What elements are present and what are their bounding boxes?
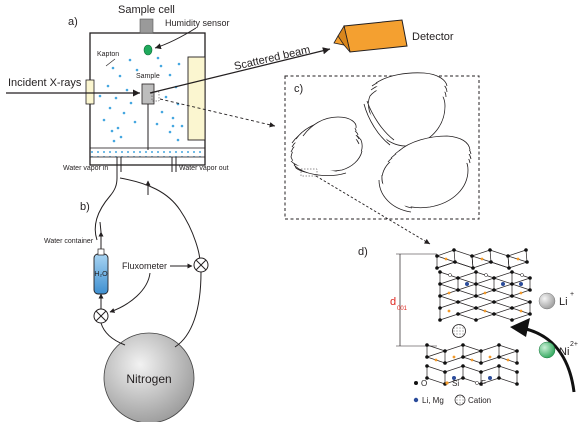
legend-limg-marker [413,397,419,403]
li-ion-sphere [538,292,556,310]
right-valve-cross-b [195,259,207,271]
legend-o-label: O [421,379,427,388]
panel-label-d: d) [358,246,368,258]
panel-label-b: b) [80,201,90,213]
legend-si-marker [445,381,449,385]
nitrogen-to-right-valve [174,271,202,348]
d-spacing-label: d [390,296,396,308]
ion-exchange-arrowhead [510,318,530,337]
nitrogen-to-left-valve [100,322,126,346]
crystal-legend: O Si F Li, Mg Cation [413,379,491,406]
kapton-window-right [187,56,206,141]
nitrogen-label: Nitrogen [126,372,171,386]
humidity-sensor-icon [143,44,153,56]
left-valve-cross-b [95,310,107,322]
legend-limg-label: Li, Mg [422,396,444,405]
humidity-sensor-label: Humidity sensor [165,18,230,28]
kapton-label: Kapton [97,51,119,58]
d-spacing-subscript: 001 [397,306,408,312]
detector-label: Detector [412,31,454,43]
li-ion-label: Li [559,296,568,308]
fluxometer-label: Fluxometer [122,261,167,271]
panel-label-a: a) [68,16,78,28]
water-container-cap [97,248,105,256]
outlet-return [174,178,205,230]
kapton-pointer [105,58,116,67]
water-vapor-in-label: Water vapor in [63,165,108,172]
clay-particle-left [290,116,363,176]
ion-exchange-arrow [521,326,576,393]
crystal-layer-bottom [425,343,519,386]
clay-particle-bottom [378,135,472,213]
sample-icon [141,83,155,105]
legend-f-marker [475,381,479,385]
crystal-layer-top [435,248,532,322]
h2o-label: H₂O [94,271,108,278]
legend-cation-marker [454,394,466,406]
li-ion-charge: + [570,291,574,298]
container-up-line [99,221,102,233]
incident-xrays-label: Incident X-rays [8,77,82,89]
detector-icon [333,19,408,53]
loop-upper-right [119,177,201,263]
particle-zoom-box [300,168,318,177]
sample-label: Sample [136,73,160,80]
sample-cell-connector [139,18,154,34]
scattered-beam-arrow [149,47,331,94]
legend-si-label: Si [452,379,459,388]
ni-ion-label: Ni [559,346,569,358]
sample-cell-label: Sample cell [118,4,175,16]
loop-upper-left [94,177,118,241]
fluxometer-arrow-left [109,272,151,313]
kapton-window-left [85,79,95,105]
humidity-sensor-pointer [154,27,197,50]
water-reservoir-strip [89,147,206,158]
scattered-beam-label: Scattered beam [233,44,311,73]
legend-f-label: F [481,379,486,388]
nitrogen-tank-icon [103,332,195,422]
legend-o-marker [414,381,418,385]
clay-particle-top [363,72,448,147]
ni-ion-charge: 2+ [570,341,578,348]
water-container-label: Water container [44,238,94,245]
legend-cation-label: Cation [468,396,491,405]
water-vapor-dots [98,56,184,143]
interlayer-cation-icon [452,324,466,338]
water-vapor-out-label: Water vapor out [179,165,229,172]
panel-label-c: c) [294,83,303,95]
panel-c-frame [284,75,480,220]
ni-ion-sphere [538,341,556,359]
